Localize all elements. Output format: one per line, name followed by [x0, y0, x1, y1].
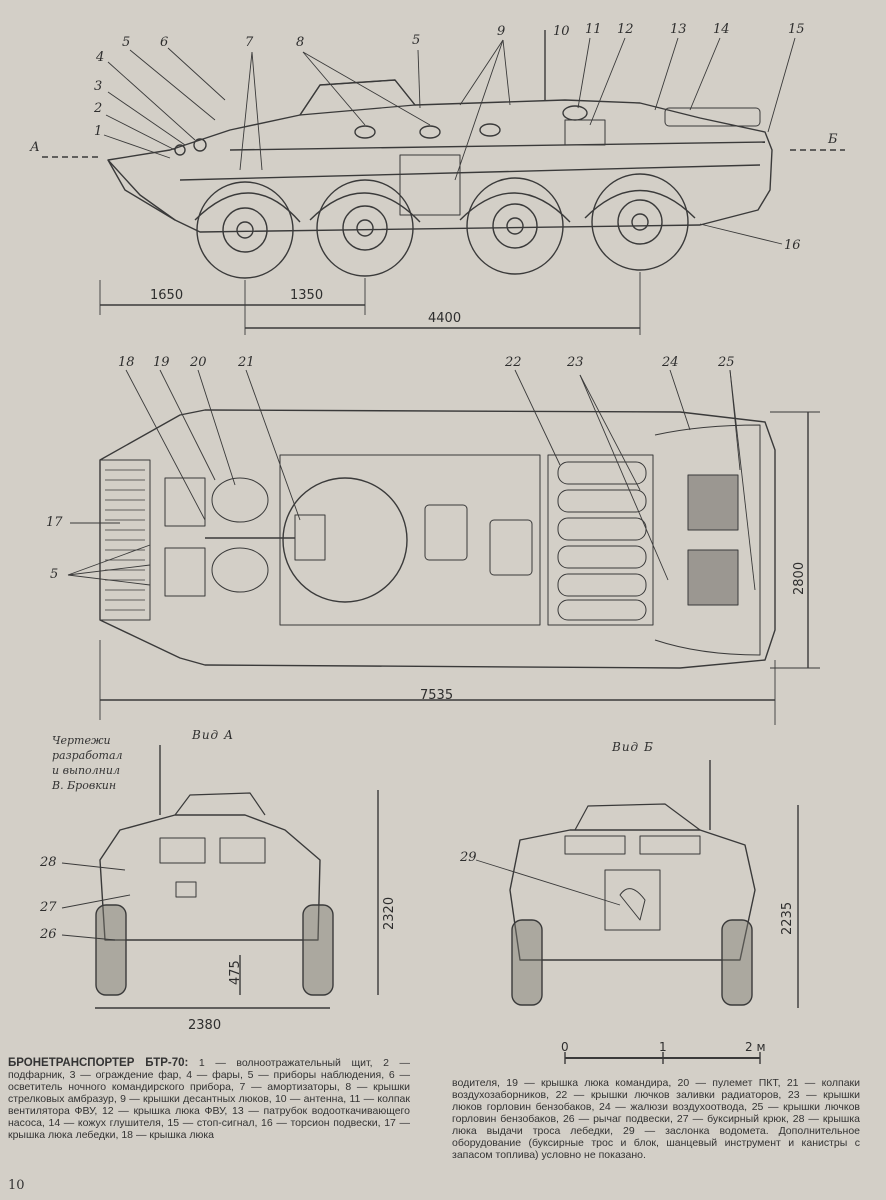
- callout-10: 10: [553, 24, 570, 39]
- front-view: [61, 745, 379, 1009]
- drawing-credit: Чертежи разработал и выполнил В. Бровкин: [52, 733, 162, 793]
- top-hull-outline: [99, 409, 776, 669]
- rear-hull-outline: [509, 829, 756, 961]
- callout-27: 27: [40, 900, 57, 915]
- scale-2m: 2 м: [745, 1040, 766, 1054]
- callout-18: 18: [118, 355, 135, 370]
- rear-view: [475, 760, 799, 1008]
- callout-28: 28: [40, 855, 57, 870]
- callout-3: 3: [94, 79, 103, 94]
- credit-line-2: разработал: [52, 749, 123, 762]
- dim-1350: 1350: [290, 288, 324, 303]
- caption-left: БРОНЕТРАНСПОРТЕР БТР-70: 1 — волноотража…: [8, 1057, 410, 1141]
- dim-2320: 2320: [382, 896, 397, 930]
- callout-6: 6: [160, 35, 169, 50]
- callout-14: 14: [713, 22, 730, 37]
- side-turret: [299, 79, 416, 116]
- side-view: [42, 30, 845, 335]
- callout-4: 4: [96, 50, 105, 65]
- callout-9: 9: [497, 24, 506, 39]
- scale-bar: [564, 1052, 761, 1064]
- callout-24: 24: [662, 355, 679, 370]
- caption-title: БРОНЕТРАНСПОРТЕР БТР-70:: [8, 1057, 189, 1069]
- callout-25: 25: [718, 355, 735, 370]
- caption-right-text: водителя, 19 — крышка люка командира, 20…: [452, 1077, 860, 1161]
- scale-1: 1: [659, 1040, 667, 1054]
- callout-11: 11: [585, 22, 602, 37]
- callout-26: 26: [40, 927, 57, 942]
- caption-right: водителя, 19 — крышка люка командира, 20…: [452, 1077, 860, 1161]
- callout-20: 20: [190, 355, 207, 370]
- callout-16: 16: [784, 238, 801, 253]
- section-mark-b: Б: [828, 132, 839, 147]
- callout-5-side-b: 5: [412, 33, 421, 48]
- caption-left-text: 1 — волноотражательный щит, 2 — подфарни…: [8, 1057, 410, 1141]
- callout-13: 13: [670, 22, 687, 37]
- callout-5-side-a: 5: [122, 35, 131, 50]
- dim-2235: 2235: [780, 901, 795, 935]
- callout-7: 7: [245, 35, 254, 50]
- top-turret-ring: [282, 477, 408, 603]
- callout-12: 12: [617, 22, 634, 37]
- dim-475: 475: [228, 960, 243, 985]
- callout-15: 15: [788, 22, 805, 37]
- credit-line-4: В. Бровкин: [52, 779, 117, 792]
- callout-22: 22: [505, 355, 522, 370]
- callout-2: 2: [94, 101, 103, 116]
- callout-1: 1: [94, 124, 103, 139]
- top-view: [67, 369, 820, 725]
- callout-8: 8: [296, 35, 305, 50]
- dim-2800: 2800: [792, 561, 807, 595]
- view-b-title: Вид Б: [612, 740, 654, 754]
- section-mark-a: А: [30, 140, 41, 155]
- callout-23: 23: [567, 355, 584, 370]
- dim-2380: 2380: [188, 1018, 222, 1033]
- dim-4400: 4400: [428, 311, 462, 326]
- side-wheels: [196, 173, 689, 279]
- callout-5-top: 5: [50, 567, 59, 582]
- callout-17: 17: [46, 515, 63, 530]
- credit-line-3: и выполнил: [52, 764, 120, 777]
- view-a-title: Вид А: [192, 728, 235, 742]
- credit-line-1: Чертежи: [52, 734, 111, 747]
- callout-29: 29: [460, 850, 477, 865]
- callout-19: 19: [153, 355, 170, 370]
- dim-7535: 7535: [420, 688, 454, 703]
- dim-1650: 1650: [150, 288, 184, 303]
- page-number: 10: [8, 1178, 25, 1193]
- callout-21: 21: [238, 355, 255, 370]
- scale-0: 0: [561, 1040, 569, 1054]
- front-hull-outline: [99, 814, 321, 941]
